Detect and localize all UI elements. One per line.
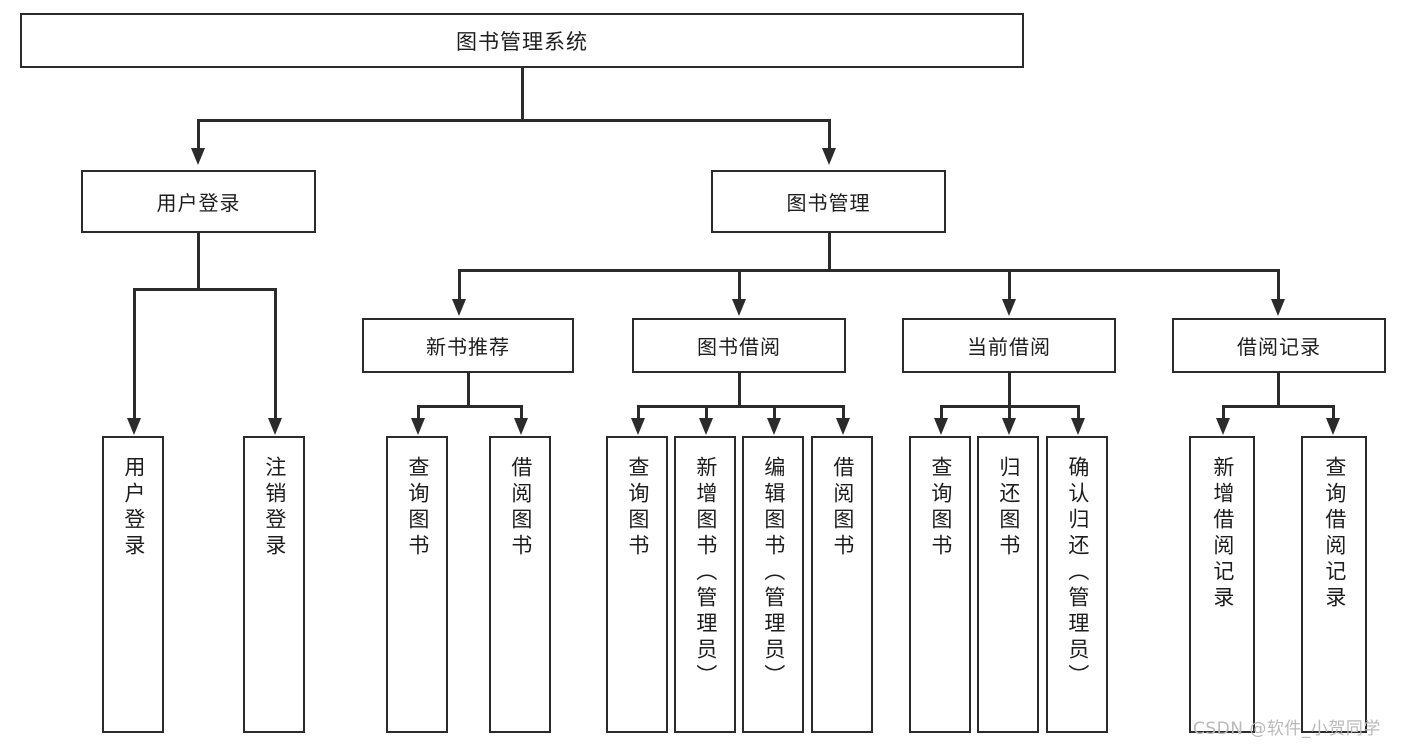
connector-newbook-drop-2 [520,405,523,419]
connector-borrowrecord-drop-1 [1222,405,1225,419]
arrow-down-icon [767,418,781,435]
leaf-query-borrow-record[interactable]: 查询借阅记录 [1301,436,1367,733]
node-label: 查询借阅记录 [1322,456,1347,612]
leaf-query-book-borrow[interactable]: 查询图书 [606,436,668,733]
node-label: 新增图书（管理员） [693,456,718,690]
connector-currentborrow-stem [1008,373,1011,407]
node-user-login[interactable]: 用户登录 [81,170,316,233]
arrow-down-icon [822,148,836,165]
connector-borrowrecord-drop-2 [1332,405,1335,419]
leaf-query-book-recommend[interactable]: 查询图书 [386,436,448,733]
connector-user-login-stem [197,233,200,289]
leaf-borrow-book-recommend[interactable]: 借阅图书 [489,436,551,733]
connector-level2-bus [197,119,831,122]
connector-book-mgmt-stem [828,233,831,271]
connector-user-login-drop-1 [133,288,136,419]
connector-currentborrow-drop-2 [1008,405,1011,419]
connector-currentborrow-drop-3 [1077,405,1080,419]
arrow-down-icon [1216,418,1230,435]
node-label: 当前借阅 [967,335,1051,359]
arrow-down-icon [127,418,141,435]
connector-bookborrow-bus [637,405,845,408]
arrow-down-icon [1271,299,1285,316]
connector-user-login-drop-2 [274,288,277,419]
node-new-book-recommend[interactable]: 新书推荐 [362,318,574,373]
leaf-query-book-current[interactable]: 查询图书 [909,436,971,733]
node-label: 新书推荐 [426,335,510,359]
arrow-down-icon [836,418,850,435]
node-label: 借阅图书 [830,456,855,560]
connector-root-stem [521,68,524,120]
node-label: 用户登录 [121,456,146,560]
connector-newbook-stem [467,373,470,407]
connector-borrowrecord-bus [1222,405,1335,408]
connector-bookborrow-drop-2 [705,405,708,419]
leaf-confirm-return-admin[interactable]: 确认归还（管理员） [1046,436,1108,733]
arrow-down-icon [514,418,528,435]
leaf-return-book[interactable]: 归还图书 [977,436,1039,733]
arrow-down-icon [1071,418,1085,435]
node-label: 图书管理系统 [456,29,588,54]
node-label: 编辑图书（管理员） [761,456,786,690]
leaf-add-borrow-record[interactable]: 新增借阅记录 [1189,436,1255,733]
connector-level3-drop-2 [738,269,741,300]
csdn-watermark: CSDN @软件_小贺同学 [1193,719,1381,739]
arrow-down-icon [191,148,205,165]
arrow-down-icon [732,299,746,316]
leaf-logout[interactable]: 注销登录 [243,436,305,733]
leaf-borrow-book[interactable]: 借阅图书 [811,436,873,733]
node-borrow-record[interactable]: 借阅记录 [1172,318,1386,373]
node-label: 查询图书 [405,456,430,560]
connector-bookborrow-drop-1 [637,405,640,419]
arrow-down-icon [631,418,645,435]
leaf-user-login[interactable]: 用户登录 [102,436,164,733]
node-label: 新增借阅记录 [1210,456,1235,612]
arrow-down-icon [934,418,948,435]
arrow-down-icon [1002,299,1016,316]
connector-bookborrow-stem [738,373,741,407]
node-label: 图书借阅 [697,335,781,359]
node-label: 图书管理 [786,191,871,215]
connector-newbook-bus [417,405,523,408]
connector-currentborrow-drop-1 [940,405,943,419]
node-label: 确认归还（管理员） [1065,456,1090,690]
node-label: 注销登录 [262,456,287,560]
connector-newbook-drop-1 [417,405,420,419]
arrow-down-icon [268,418,282,435]
connector-level2-drop-1 [197,119,200,149]
arrow-down-icon [1002,418,1016,435]
connector-level2-drop-2 [828,119,831,149]
connector-bookborrow-drop-3 [773,405,776,419]
connector-borrowrecord-stem [1277,373,1280,407]
node-label: 归还图书 [996,456,1021,560]
connector-bookborrow-drop-4 [842,405,845,419]
node-label: 查询图书 [928,456,953,560]
node-current-borrow[interactable]: 当前借阅 [902,318,1116,373]
connector-level3-drop-4 [1277,269,1280,300]
arrow-down-icon [411,418,425,435]
connector-user-login-bus [133,288,277,291]
node-label: 借阅图书 [508,456,533,560]
arrow-down-icon [1326,418,1340,435]
connector-level3-bus [458,269,1280,272]
arrow-down-icon [699,418,713,435]
node-label: 借阅记录 [1237,335,1321,359]
node-book-management[interactable]: 图书管理 [711,170,946,233]
node-root-library-system[interactable]: 图书管理系统 [20,13,1024,68]
node-label: 用户登录 [156,191,241,215]
leaf-edit-book-admin[interactable]: 编辑图书（管理员） [742,436,804,733]
leaf-add-book-admin[interactable]: 新增图书（管理员） [674,436,736,733]
node-book-borrow[interactable]: 图书借阅 [632,318,846,373]
arrow-down-icon [452,299,466,316]
connector-level3-drop-1 [458,269,461,300]
connector-level3-drop-3 [1008,269,1011,300]
node-label: 查询图书 [625,456,650,560]
